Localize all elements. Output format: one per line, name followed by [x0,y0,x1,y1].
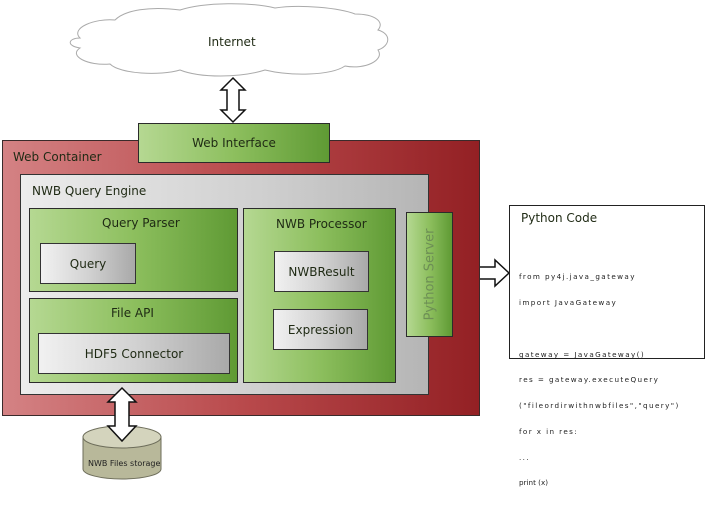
python-server-label: Python Server [422,228,438,321]
python-code-body: from py4j.java_gateway import JavaGatewa… [519,256,680,505]
expression-box: Expression [273,309,368,350]
nwb-processor: NWB Processor NWBResult Expression [243,208,396,383]
diagram-overlay [69,3,511,480]
web-interface[interactable]: Web Interface [138,123,330,163]
nwb-processor-label: NWB Processor [276,217,367,231]
code-line [519,325,680,334]
code-line: for x in res: [519,426,579,436]
internet-label: Internet [208,35,256,49]
python-server[interactable]: Python Server [406,212,453,337]
hdf5-connector: HDF5 Connector [38,333,230,374]
python-code-panel: Python Code from py4j.java_gateway impor… [509,205,705,487]
internet-cloud [69,3,389,77]
nwb-result-box: NWBResult [274,251,369,292]
code-line: ("fileordirwithnwbfiles","query") [519,401,680,411]
code-line: ... [519,452,531,462]
storage-cylinder [82,425,162,480]
nwb-result-label: NWBResult [288,264,355,279]
query-engine-label: NWB Query Engine [32,184,147,198]
query-parser-label: Query Parser [102,216,180,230]
code-line: from py4j.java_gateway [519,272,636,282]
code-line: res = gateway.executeQuery [519,375,660,385]
storage-label: NWB Files storage [88,459,161,468]
code-line: import JavaGateway [519,297,618,307]
query-parser: Query Parser Query [29,208,238,292]
web-container-label: Web Container [13,150,102,164]
file-api-label: File API [111,306,154,320]
query-label: Query [69,256,107,271]
web-interface-label: Web Interface [192,136,276,150]
query-box: Query [40,243,136,284]
python-code-title: Python Code [521,211,598,225]
internet-web-arrow [219,76,247,124]
code-line: print (x) [519,478,549,488]
expression-label: Expression [287,322,354,337]
hdf5-connector-label: HDF5 Connector [84,346,184,361]
code-line: gateway = JavaGateway() [519,349,646,359]
file-api: File API HDF5 Connector [29,298,238,383]
